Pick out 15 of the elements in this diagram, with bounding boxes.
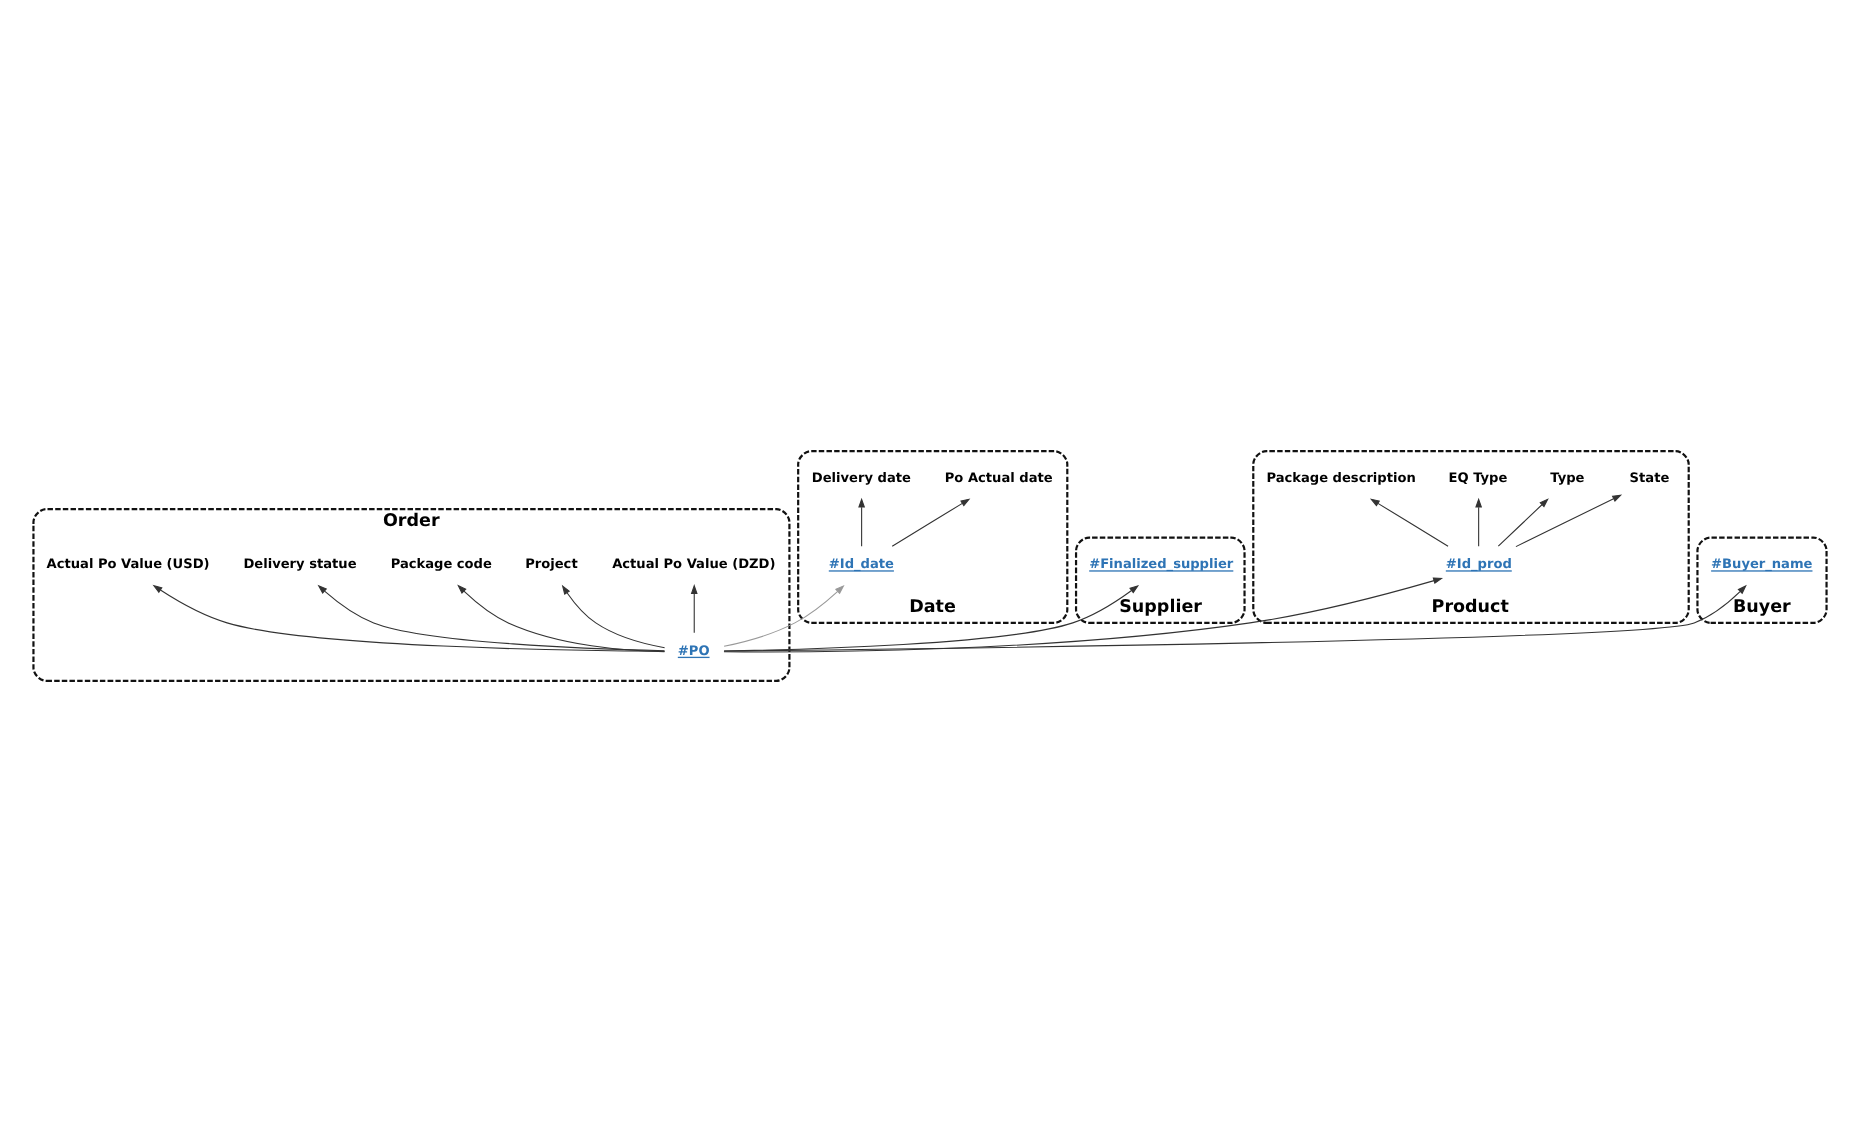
arrow: [891, 498, 971, 547]
arrow: [1515, 494, 1623, 548]
arrow: [690, 584, 698, 634]
arrow: [561, 584, 666, 649]
arrow: [1497, 498, 1549, 547]
arrow: [723, 584, 845, 647]
arrow: [723, 577, 1444, 653]
arrow: [858, 497, 866, 547]
arrow: [1369, 498, 1449, 547]
arrow: [723, 584, 1747, 652]
arrow: [723, 584, 1140, 652]
arrow: [1475, 497, 1483, 547]
arrow: [152, 584, 666, 652]
arrow: [317, 584, 666, 652]
arrow: [457, 584, 666, 653]
